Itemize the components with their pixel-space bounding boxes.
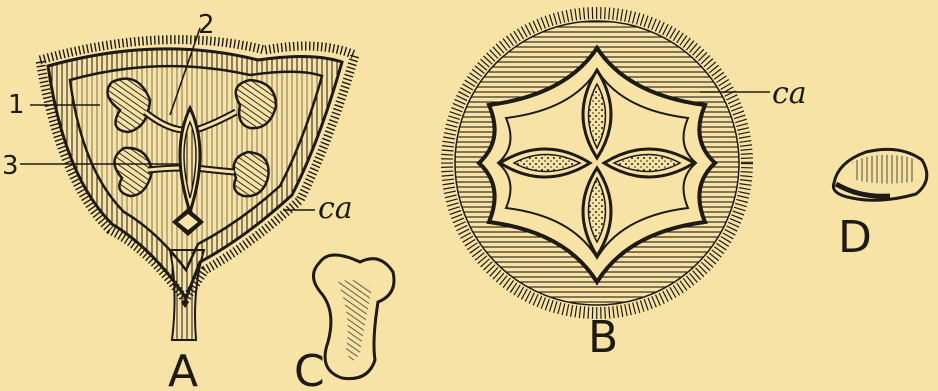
figure-d-seed	[833, 149, 926, 200]
label-part-3: 3	[2, 151, 19, 181]
label-figure-b: B	[588, 312, 618, 363]
label-figure-d: D	[838, 212, 872, 263]
figure-a-ovary-section	[20, 28, 355, 340]
figure-c-seed	[313, 255, 394, 379]
figure-b-cross-section	[447, 13, 770, 313]
label-calyx-b: ca	[772, 76, 807, 111]
label-calyx-a: ca	[318, 191, 353, 226]
label-figure-a: A	[168, 346, 198, 391]
label-part-2: 2	[198, 10, 215, 40]
label-part-1: 1	[8, 90, 25, 120]
label-figure-c: C	[294, 346, 325, 391]
figure-a-stalk	[170, 250, 204, 340]
